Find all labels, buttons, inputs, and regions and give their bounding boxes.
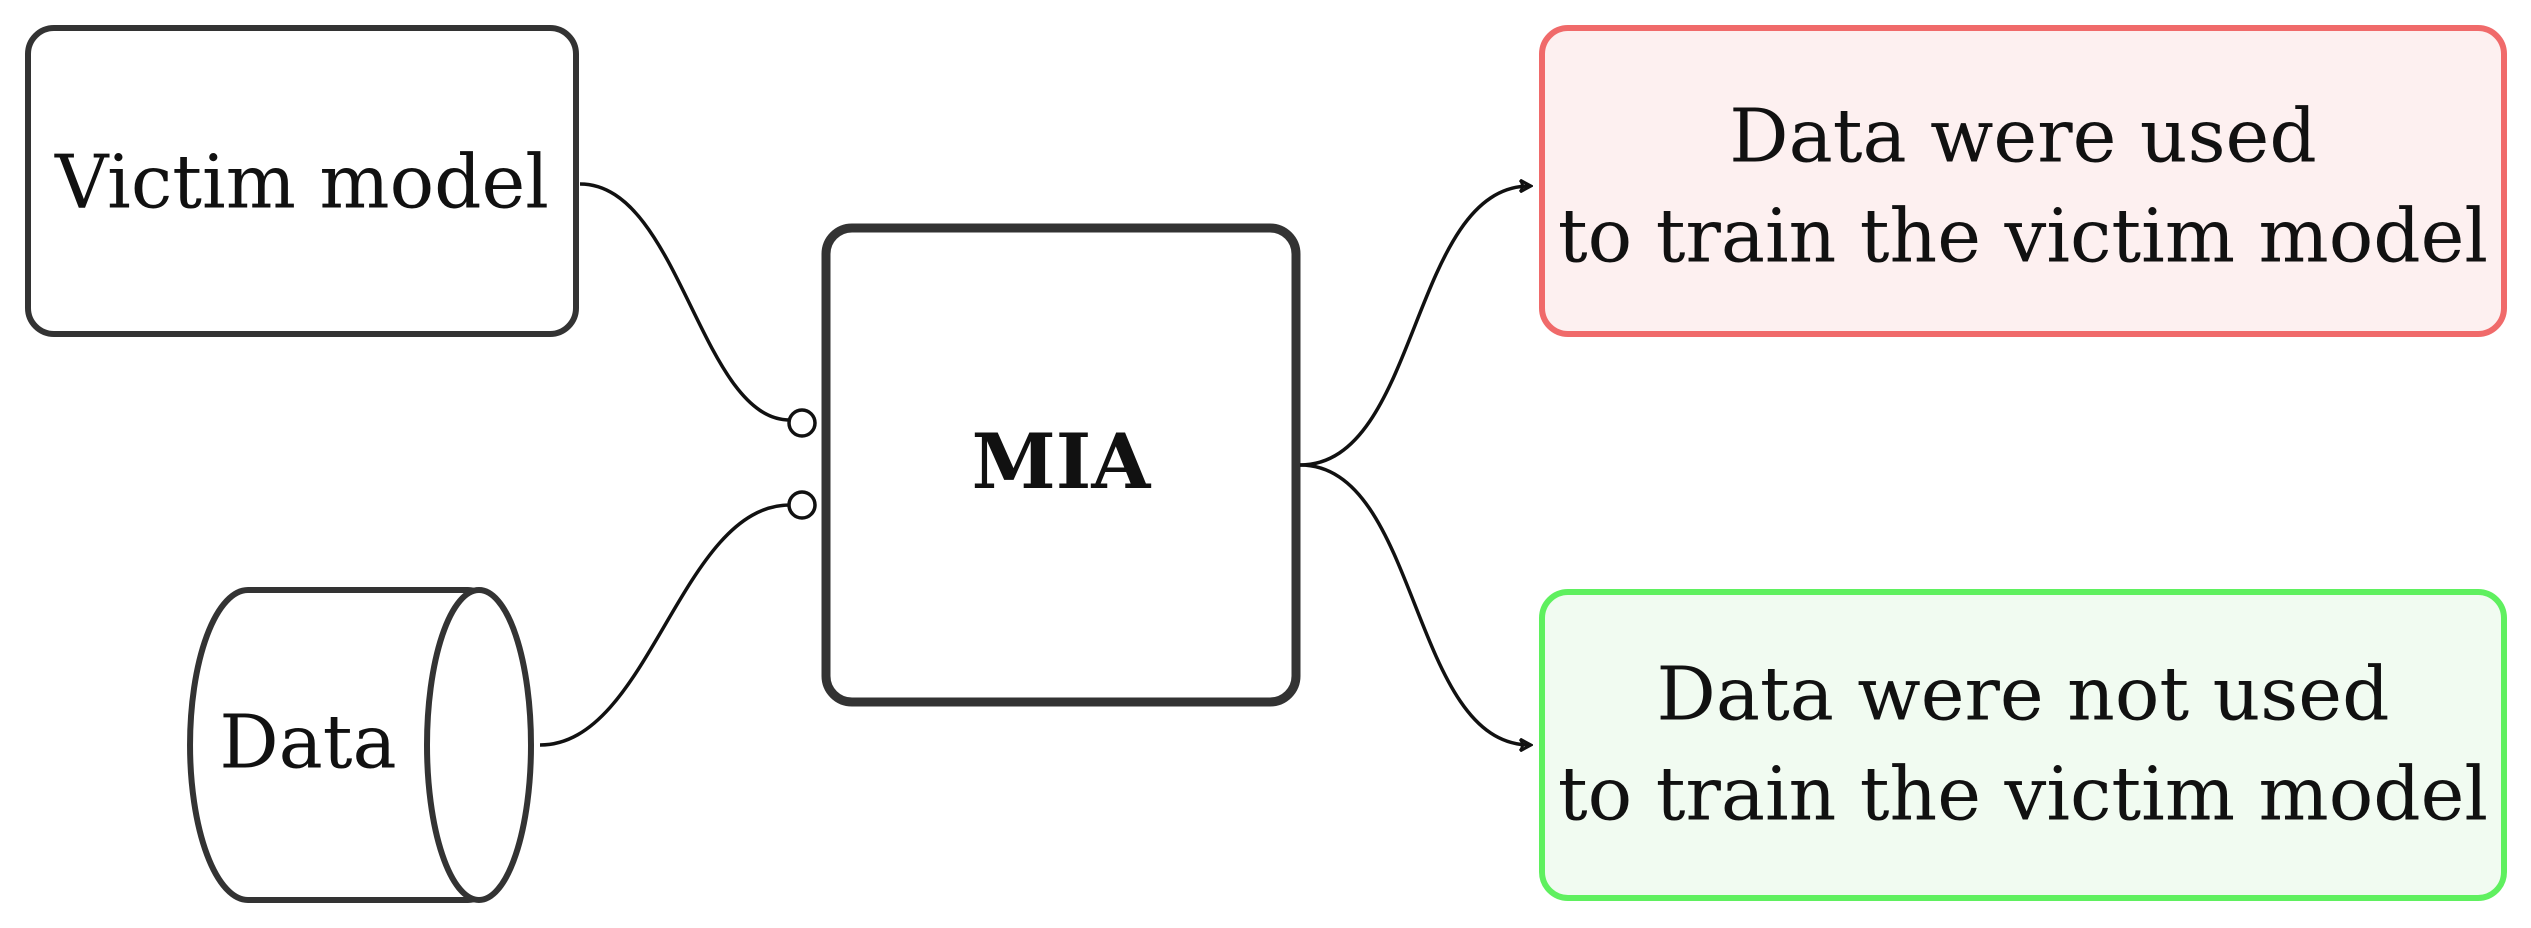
result-not-used-line1: Data were not used bbox=[1657, 651, 2390, 737]
result-not-used-box bbox=[1539, 589, 2507, 901]
data-store-node: Data bbox=[187, 587, 534, 903]
result-used-box bbox=[1539, 25, 2507, 337]
victim-model-node: Victim model bbox=[25, 25, 579, 337]
edge-mia-to-not-used bbox=[1299, 463, 1530, 745]
edge-data-to-mia bbox=[539, 503, 791, 747]
result-used-node: Data were used to train the victim model bbox=[1539, 25, 2507, 337]
victim-model-box bbox=[25, 25, 579, 337]
mia-box bbox=[821, 223, 1301, 707]
result-used-line2: to train the victim model bbox=[1558, 193, 2488, 279]
result-not-used-line2: to train the victim model bbox=[1558, 751, 2488, 837]
data-cylinder-face bbox=[424, 587, 534, 903]
victim-model-label: Victim model bbox=[54, 139, 549, 225]
data-input-port-icon bbox=[787, 490, 817, 520]
edge-mia-to-used bbox=[1299, 186, 1530, 467]
result-used-line1: Data were used bbox=[1729, 93, 2316, 179]
mia-label: MIA bbox=[972, 417, 1152, 506]
data-label: Data bbox=[219, 699, 396, 785]
victim-input-port-icon bbox=[787, 408, 817, 438]
edge-victim-to-mia bbox=[579, 182, 791, 422]
result-not-used-node: Data were not used to train the victim m… bbox=[1539, 589, 2507, 901]
mia-node: MIA bbox=[821, 223, 1301, 707]
